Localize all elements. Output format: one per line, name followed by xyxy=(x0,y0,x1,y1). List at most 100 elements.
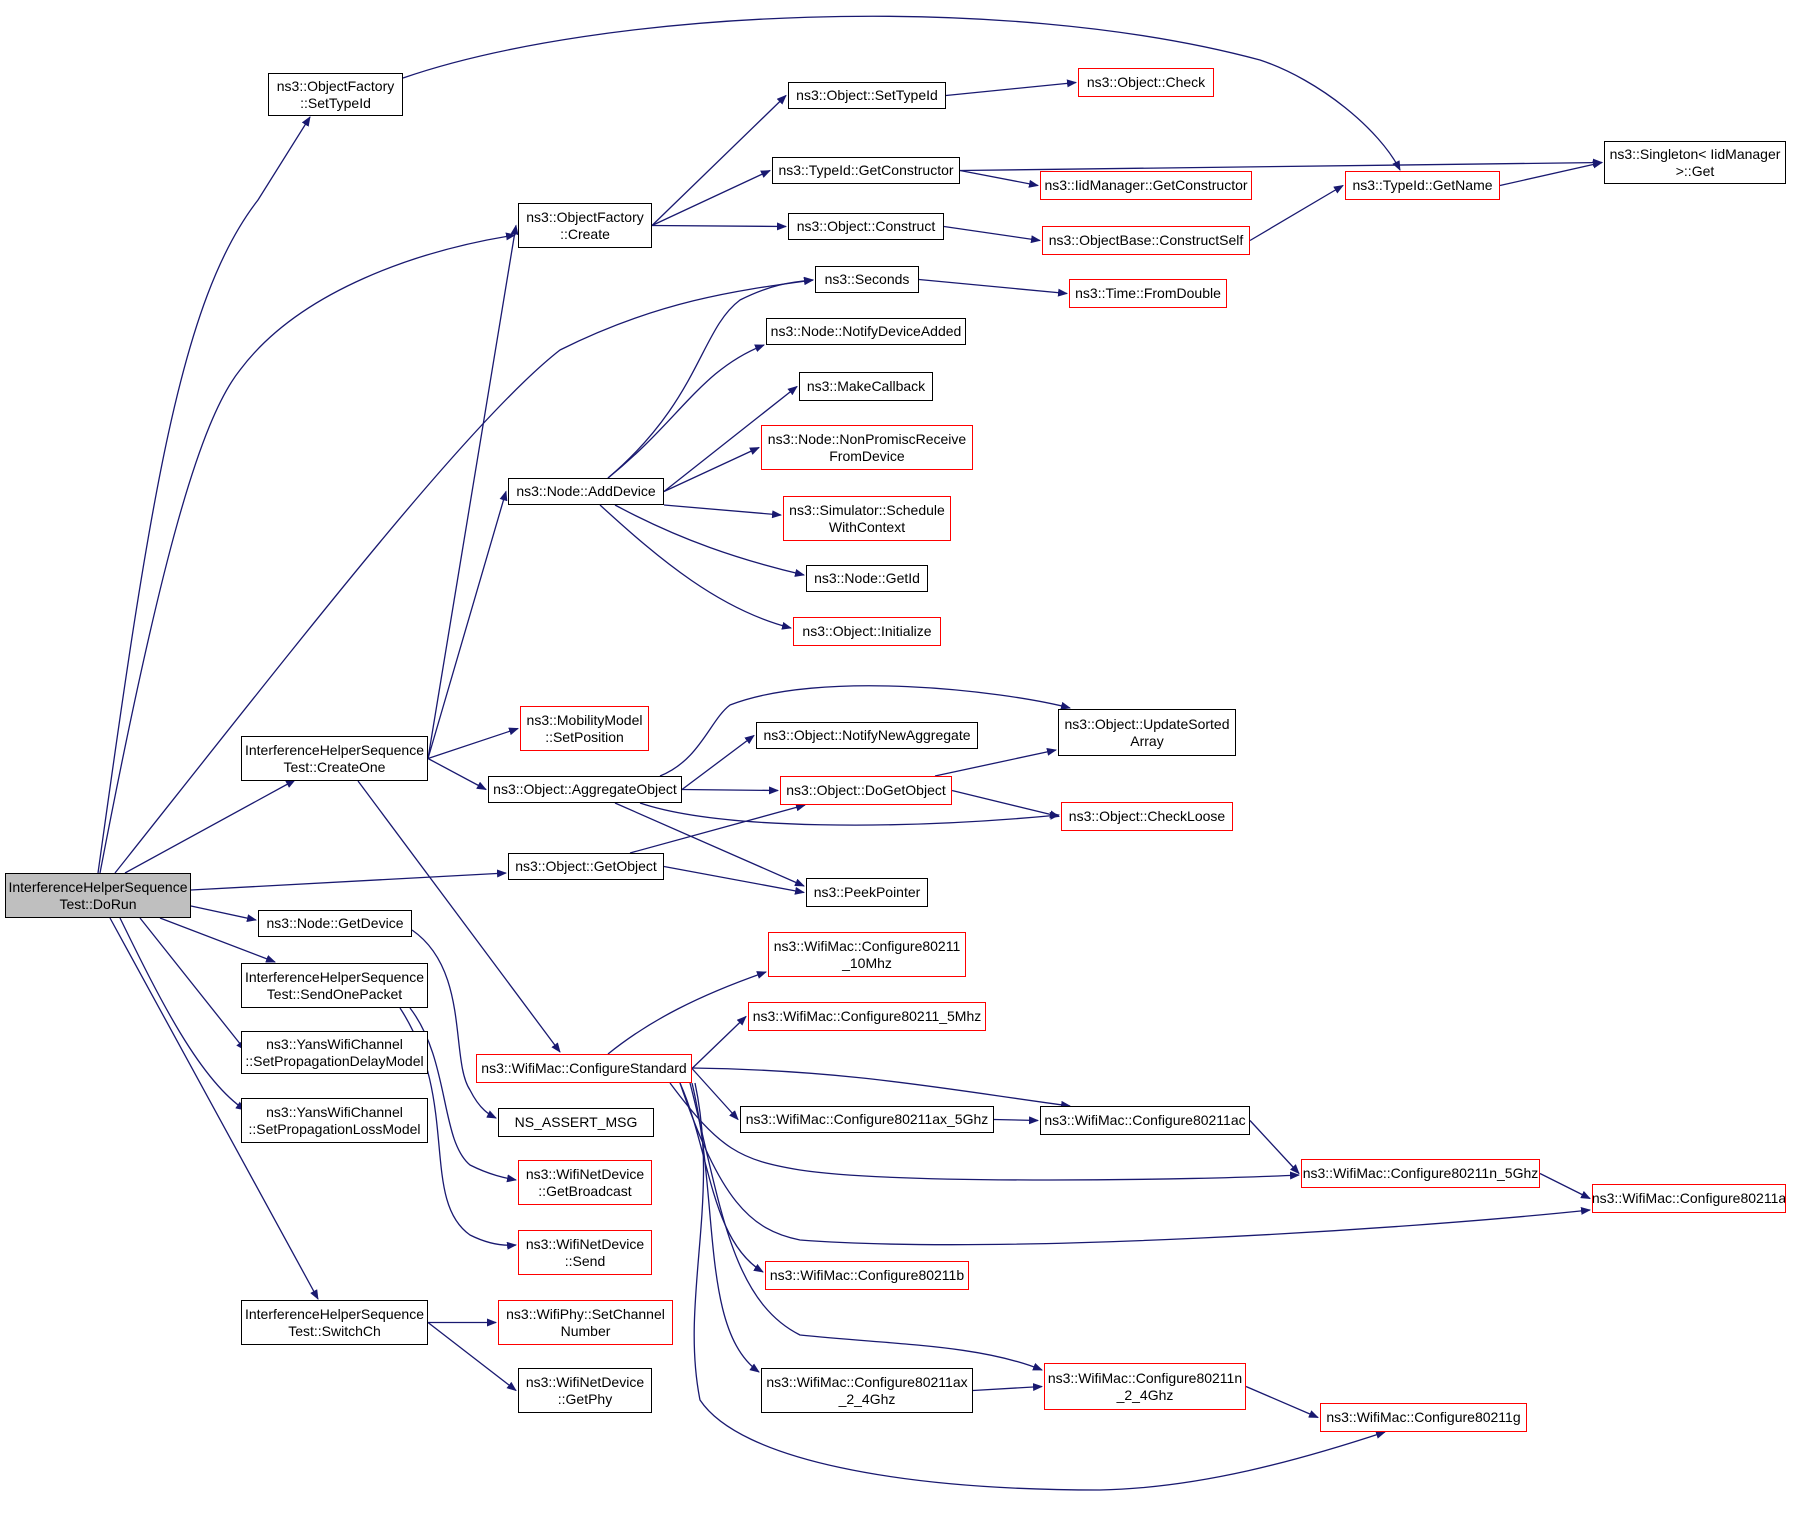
edge-node_adddevice-to-node_notifydeviceadded xyxy=(607,344,765,479)
node-mac-b[interactable]: ns3::WifiMac::Configure80211b xyxy=(765,1261,969,1290)
node-phy-setchannel[interactable]: ns3::WifiPhy::SetChannel Number xyxy=(498,1300,673,1345)
edge-obj_aggregate-to-obj_dogetobject xyxy=(681,786,779,795)
edge-dorun-to-node_getdevice xyxy=(190,905,257,923)
edge-mac_configstandard-to-mac_a xyxy=(679,1082,1591,1246)
edge-of_settypeid-to-typeid_getname xyxy=(402,15,1401,171)
node-obj-settypeid[interactable]: ns3::Object::SetTypeId xyxy=(788,82,946,109)
node-mobility-setposition[interactable]: ns3::MobilityModel ::SetPosition xyxy=(520,706,649,751)
edge-node_adddevice-to-makecallback xyxy=(663,385,798,493)
node-wnd-getphy[interactable]: ns3::WifiNetDevice ::GetPhy xyxy=(518,1368,652,1413)
edge-mac_configstandard-to-mac_5mhz xyxy=(691,1015,747,1069)
node-yans-setloss[interactable]: ns3::YansWifiChannel ::SetPropagationLos… xyxy=(241,1098,428,1143)
node-switchch[interactable]: InterferenceHelperSequence Test::SwitchC… xyxy=(241,1300,428,1345)
node-obj-checkloose[interactable]: ns3::Object::CheckLoose xyxy=(1061,802,1233,831)
edge-mac_configstandard-to-mac_g xyxy=(693,1082,1386,1491)
node-peekpointer[interactable]: ns3::PeekPointer xyxy=(806,878,928,907)
node-obj-getobject[interactable]: ns3::Object::GetObject xyxy=(508,853,664,880)
edge-mac_n24-to-mac_g xyxy=(1245,1385,1319,1419)
node-mac-g[interactable]: ns3::WifiMac::Configure80211g xyxy=(1320,1403,1527,1432)
edge-createone-to-node_adddevice xyxy=(427,490,508,759)
edge-mac_configstandard-to-mac_ac xyxy=(691,1067,1071,1109)
edge-mac_configstandard-to-mac_ax5 xyxy=(691,1068,739,1121)
node-mac-n5[interactable]: ns3::WifiMac::Configure80211n_5Ghz xyxy=(1301,1159,1540,1188)
edge-dorun-to-sendonepacket xyxy=(159,917,276,963)
node-obj-aggregate[interactable]: ns3::Object::AggregateObject xyxy=(488,776,682,803)
edge-dorun-to-createone xyxy=(124,779,296,874)
edge-node_adddevice-to-obj_initialize xyxy=(599,504,792,630)
edge-obj_dogetobject-to-obj_checkloose xyxy=(951,789,1060,819)
node-wnd-getbroadcast[interactable]: ns3::WifiNetDevice ::GetBroadcast xyxy=(518,1160,652,1205)
edge-dorun-to-of_create xyxy=(99,232,516,874)
node-node-getdevice[interactable]: ns3::Node::GetDevice xyxy=(258,910,412,937)
edge-obj_aggregate-to-obj_checkloose xyxy=(639,802,1060,826)
edge-obj_aggregate-to-peekpointer xyxy=(614,802,805,887)
edge-switchch-to-wnd_getphy xyxy=(427,1321,517,1392)
node-time-fromdouble[interactable]: ns3::Time::FromDouble xyxy=(1069,279,1227,308)
edge-obj_construct-to-objbase_constructself xyxy=(943,225,1041,244)
node-obj-check[interactable]: ns3::Object::Check xyxy=(1078,68,1214,97)
edge-mac_ax5-to-mac_ac xyxy=(993,1116,1039,1125)
node-dorun: InterferenceHelperSequence Test::DoRun xyxy=(5,873,191,918)
node-node-getid[interactable]: ns3::Node::GetId xyxy=(806,565,928,592)
node-mac-a[interactable]: ns3::WifiMac::Configure80211a xyxy=(1592,1184,1786,1213)
node-ns-assert[interactable]: NS_ASSERT_MSG xyxy=(498,1108,654,1137)
edge-dorun-to-switchch xyxy=(109,917,319,1300)
node-mac-10mhz[interactable]: ns3::WifiMac::Configure80211 _10Mhz xyxy=(768,932,966,977)
node-obj-updatesorted[interactable]: ns3::Object::UpdateSorted Array xyxy=(1058,709,1236,756)
node-obj-initialize[interactable]: ns3::Object::Initialize xyxy=(793,617,941,646)
edge-mac_n5-to-mac_a xyxy=(1539,1172,1591,1200)
node-mac-n24[interactable]: ns3::WifiMac::Configure80211n _2_4Ghz xyxy=(1044,1363,1246,1410)
edge-dorun-to-obj_getobject xyxy=(190,869,507,891)
edge-typeid_getctor-to-singleton_get xyxy=(959,158,1603,172)
edge-obj_settypeid-to-obj_check xyxy=(945,79,1077,97)
edge-typeid_getctor-to-iidmgr_getctor xyxy=(959,169,1039,188)
node-node-nonpromisc[interactable]: ns3::Node::NonPromiscReceive FromDevice xyxy=(761,425,973,470)
node-of-settypeid[interactable]: ns3::ObjectFactory ::SetTypeId xyxy=(268,73,403,116)
edge-node_adddevice-to-seconds xyxy=(607,276,814,479)
node-singleton-get[interactable]: ns3::Singleton< IidManager >::Get xyxy=(1604,141,1786,184)
node-createone[interactable]: InterferenceHelperSequence Test::CreateO… xyxy=(241,736,428,781)
node-obj-construct[interactable]: ns3::Object::Construct xyxy=(788,213,944,240)
edge-createone-to-of_create xyxy=(427,224,519,759)
node-typeid-getname[interactable]: ns3::TypeId::GetName xyxy=(1345,171,1500,200)
edge-typeid_getname-to-singleton_get xyxy=(1499,160,1603,187)
node-mac-ax5[interactable]: ns3::WifiMac::Configure80211ax_5Ghz xyxy=(740,1106,994,1133)
node-sendonepacket[interactable]: InterferenceHelperSequence Test::SendOne… xyxy=(241,963,428,1008)
edge-dorun-to-yans_setdelay xyxy=(139,917,246,1051)
edge-dorun-to-yans_setloss xyxy=(119,917,246,1111)
node-objbase-constructself[interactable]: ns3::ObjectBase::ConstructSelf xyxy=(1042,226,1250,255)
node-mac-ax24[interactable]: ns3::WifiMac::Configure80211ax _2_4Ghz xyxy=(761,1368,973,1413)
node-typeid-getctor[interactable]: ns3::TypeId::GetConstructor xyxy=(772,157,960,184)
edge-of_create-to-obj_settypeid xyxy=(651,94,787,226)
node-obj-dogetobject[interactable]: ns3::Object::DoGetObject xyxy=(780,776,952,805)
node-iidmgr-getctor[interactable]: ns3::IidManager::GetConstructor xyxy=(1040,171,1252,200)
edge-mac_configstandard-to-mac_b xyxy=(679,1082,764,1273)
node-obj-notifynewagg[interactable]: ns3::Object::NotifyNewAggregate xyxy=(756,722,978,749)
edge-createone-to-mac_configstandard xyxy=(357,780,561,1053)
node-seconds[interactable]: ns3::Seconds xyxy=(815,266,919,293)
node-mac-configstandard[interactable]: ns3::WifiMac::ConfigureStandard xyxy=(476,1054,692,1083)
node-wnd-send[interactable]: ns3::WifiNetDevice ::Send xyxy=(518,1230,652,1275)
node-mac-5mhz[interactable]: ns3::WifiMac::Configure80211_5Mhz xyxy=(748,1002,986,1031)
edge-node_adddevice-to-node_nonpromisc xyxy=(663,446,760,493)
edge-dorun-to-seconds xyxy=(114,277,814,874)
edge-node_adddevice-to-sim_schedule xyxy=(663,504,782,519)
node-of-create[interactable]: ns3::ObjectFactory ::Create xyxy=(518,203,652,248)
edge-dorun-to-of_settypeid xyxy=(97,116,311,874)
edge-objbase_constructself-to-typeid_getname xyxy=(1249,184,1344,242)
edge-obj_getobject-to-obj_dogetobject xyxy=(629,803,806,854)
node-sim-schedule[interactable]: ns3::Simulator::Schedule WithContext xyxy=(783,496,951,541)
node-node-notifydeviceadded[interactable]: ns3::Node::NotifyDeviceAdded xyxy=(766,318,966,345)
edge-mac_configstandard-to-mac_n5 xyxy=(669,1082,1300,1181)
node-mac-ac[interactable]: ns3::WifiMac::Configure80211ac xyxy=(1040,1106,1250,1135)
edge-of_create-to-obj_construct xyxy=(651,222,787,231)
edge-mac_ac-to-mac_n5 xyxy=(1249,1120,1300,1175)
edge-mac_configstandard-to-mac_10mhz xyxy=(607,971,767,1055)
node-yans-setdelay[interactable]: ns3::YansWifiChannel ::SetPropagationDel… xyxy=(241,1031,428,1074)
node-node-adddevice[interactable]: ns3::Node::AddDevice xyxy=(508,478,664,505)
edge-createone-to-obj_aggregate xyxy=(427,757,487,791)
node-makecallback[interactable]: ns3::MakeCallback xyxy=(799,372,933,401)
edge-obj_aggregate-to-obj_notifynewagg xyxy=(681,734,755,791)
